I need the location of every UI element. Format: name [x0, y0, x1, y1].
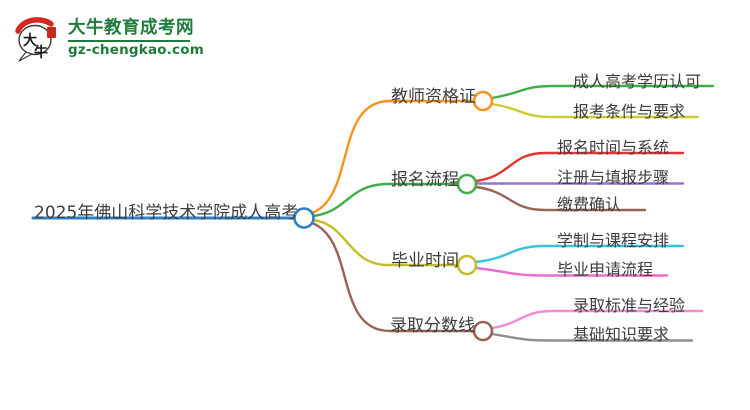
branch-circle-signup-process [456, 173, 478, 195]
logo-bubble-tail [18, 51, 33, 62]
leaf-label-luqu-biaozhun: 录取标准与经验 [573, 296, 686, 315]
logo-text-block: 大牛教育成考网 gz-chengkao.com [68, 10, 204, 58]
leaf-label-biye-shenqing: 毕业申请流程 [557, 260, 654, 279]
branch-curve-admission-score [310, 221, 476, 333]
root-node-circle [293, 207, 315, 229]
logo-red-arc [15, 17, 54, 34]
logo-divider [68, 40, 190, 42]
leaf-curve-luqu-biaozhun [490, 309, 704, 330]
branch-curve-teacher-cert [310, 99, 476, 215]
leaf-label-jichu-zhishi: 基础知识要求 [573, 325, 670, 344]
logo-char-da: 大 [23, 32, 37, 49]
leaf-curve-xuezhi-kecheng [474, 244, 685, 264]
leaf-curve-biye-shenqing [474, 266, 669, 277]
leaf-label-xuezhi-kecheng: 学制与课程安排 [557, 231, 670, 250]
daniu-bull-bubble-icon: 大 牛 [13, 10, 61, 68]
leaf-curve-baoming-shijian [474, 151, 685, 183]
branch-circle-graduation-time [456, 254, 478, 276]
logo-red-seal [47, 27, 56, 38]
root-node-label: 2025年佛山科学技术学院成人高考 [34, 203, 299, 223]
logo-bubble-shape [18, 24, 52, 56]
leaf-curve-baokao-tiaojian [490, 102, 700, 119]
branch-label-signup-process: 报名流程 [391, 170, 459, 190]
branch-label-admission-score: 录取分数线 [390, 316, 475, 336]
branch-label-teacher-cert: 教师资格证 [391, 87, 476, 107]
branch-circle-teacher-cert [472, 90, 494, 112]
leaf-label-baoming-shijian: 报名时间与系统 [557, 138, 670, 157]
leaf-label-zhuce-tianbao: 注册与填报步骤 [557, 168, 670, 187]
leaf-curve-jiaofei-queren [474, 185, 647, 212]
branch-label-graduation-time: 毕业时间 [391, 251, 459, 271]
leaf-label-jiaofei-queren: 缴费确认 [557, 195, 622, 214]
leaf-curve-xueli-renke [490, 84, 715, 100]
branch-circle-admission-score [472, 320, 494, 342]
leaf-label-baokao-tiaojian: 报考条件与要求 [573, 102, 686, 121]
leaf-label-xueli-renke: 成人高考学历认可 [573, 72, 702, 91]
branch-curve-graduation-time [311, 218, 460, 267]
site-logo: 大 牛 大牛教育成考网 gz-chengkao.com [13, 10, 204, 68]
logo-char-niu: 牛 [34, 44, 48, 61]
logo-site-title: 大牛教育成考网 [68, 18, 194, 38]
leaf-curve-jichu-zhishi [490, 332, 694, 342]
branch-curve-signup-process [311, 182, 460, 218]
logo-site-domain: gz-chengkao.com [68, 42, 205, 58]
